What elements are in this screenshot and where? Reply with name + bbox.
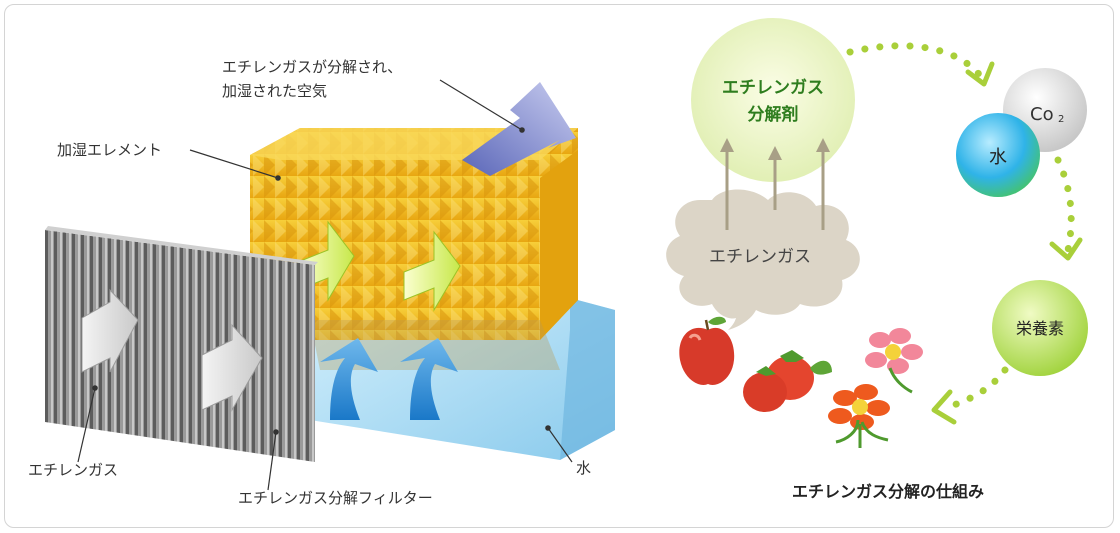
co2-subscript: 2 [1058,114,1064,125]
cycle-caption: エチレンガス分解の仕組み [792,482,984,501]
nutrients-label: 栄養素 [1016,319,1064,338]
cloud-label: エチレンガス [709,247,811,267]
water-ball-label: 水 [989,147,1007,168]
label-water: 水 [576,459,591,477]
gas-rise-arrows [720,138,830,230]
apple-icon [679,316,735,385]
cycle-dotted-path [846,42,1075,412]
flower-icon [828,328,923,448]
decomposition-filter [45,226,318,462]
label-ethylene-gas: エチレンガス [28,461,118,479]
water-vapor-arrows [320,338,458,420]
tomato-icon [743,350,832,412]
label-humidifier-element: 加湿エレメント [57,141,162,159]
water-ball: 水 [956,113,1040,197]
nutrients-ball: 栄養素 [992,280,1088,376]
label-decomposed-air-1: エチレンガスが分解され、 [222,58,402,76]
decomposition-agent: エチレンガス 分解剤 [691,18,855,182]
agent-label-1: エチレンガス [722,78,824,98]
ethylene-gas-cloud: エチレンガス [666,189,860,330]
co2-label: Co [1030,104,1054,125]
label-decomposition-filter: エチレンガス分解フィルター [238,489,433,507]
cycle-arrowheads [931,61,1083,425]
agent-label-2: 分解剤 [748,104,799,125]
leader-lines [77,79,573,491]
output-air-arrow [462,82,576,176]
label-decomposed-air-2: 加湿された空気 [222,82,327,100]
